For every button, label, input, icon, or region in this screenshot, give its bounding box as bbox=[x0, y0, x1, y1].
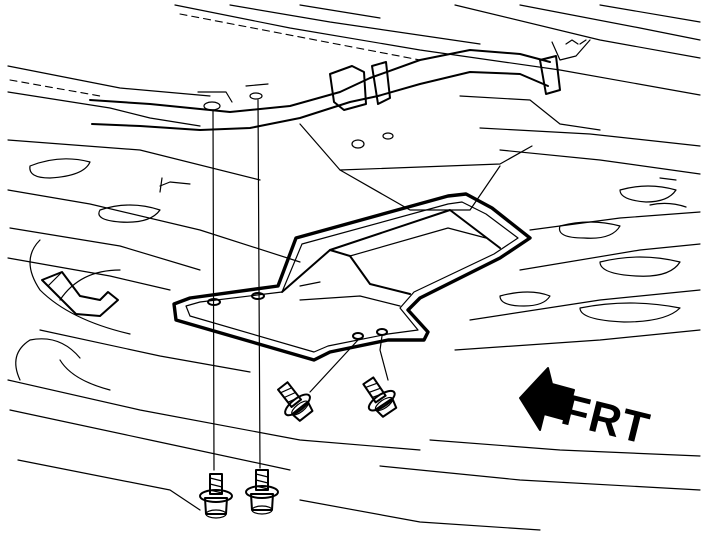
hex-flange-bolt-icon bbox=[277, 381, 314, 422]
crossmember-tube bbox=[89, 39, 601, 211]
hex-flange-bolt-icon bbox=[245, 469, 279, 515]
heat-shield bbox=[172, 192, 532, 362]
bolt-alignment-lines bbox=[212, 99, 389, 471]
hex-flange-bolt-icon bbox=[362, 376, 398, 418]
underbody-floor-pan bbox=[7, 4, 701, 531]
front-direction-arrow-icon bbox=[519, 367, 575, 431]
hex-flange-bolt-icon bbox=[199, 473, 233, 519]
